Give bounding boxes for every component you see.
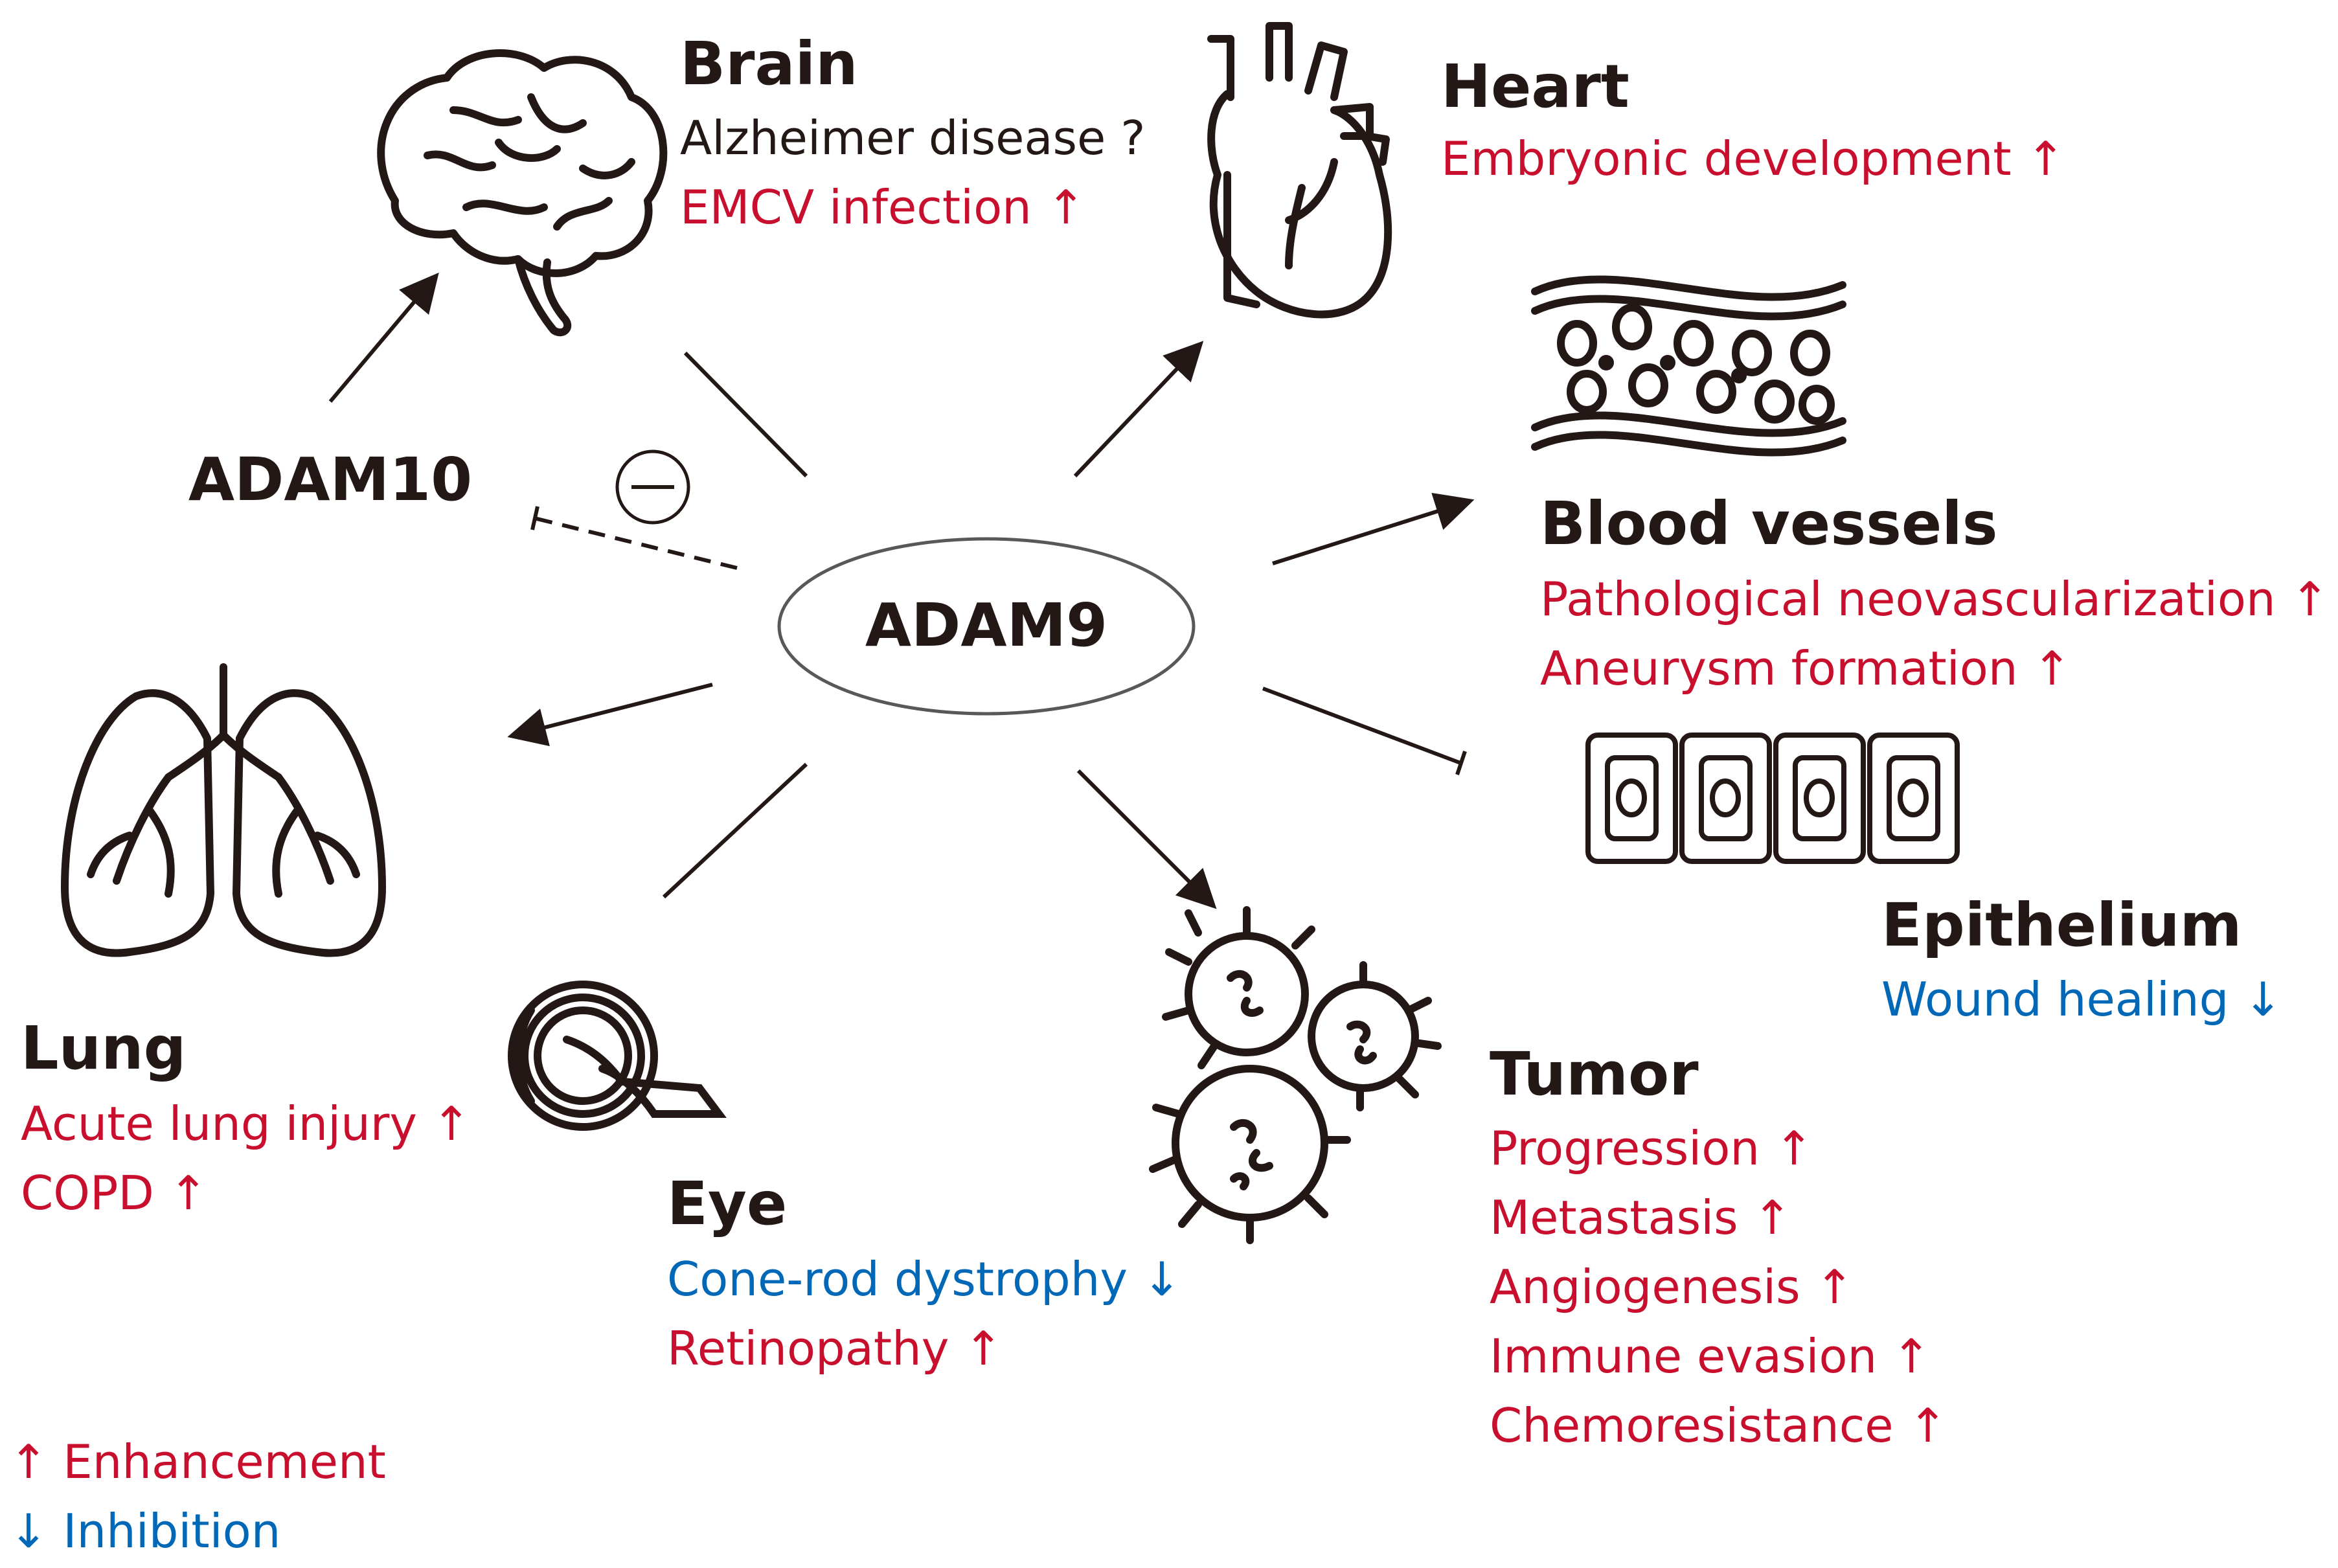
- eye-title: Eye: [667, 1169, 787, 1238]
- minus-sign: [615, 449, 690, 525]
- adam9-heart-arrow: [1073, 341, 1204, 478]
- vessels-title: Blood vessels: [1540, 489, 1998, 558]
- legend-item-0: ↑ Enhancement: [9, 1435, 386, 1489]
- heart-effect-0: Embryonic development ↑: [1441, 131, 2065, 186]
- legend: ↑ Enhancement ↓ Inhibition: [9, 1435, 386, 1558]
- lungs-icon: [61, 663, 386, 957]
- tumor-effect-0: Progression ↑: [1490, 1121, 1813, 1176]
- brain-title: Brain: [680, 29, 858, 98]
- tumor-effects: Progression ↑ Metastasis ↑ Angiogenesis ↑ I…: [1490, 1121, 1947, 1453]
- eye-effect-1: Retinopathy ↑: [667, 1321, 1003, 1376]
- tumor-effect-3: Immune evasion ↑: [1490, 1329, 1931, 1383]
- adam9-tumor-arrow: [1076, 769, 1217, 909]
- eye-icon: [508, 981, 727, 1131]
- tumor-effect-4: Chemoresistance ↑: [1490, 1398, 1947, 1453]
- epithelium-effect-0: Wound healing ↓: [1881, 972, 2283, 1027]
- tumor-cells-icon: [1149, 906, 1442, 1244]
- adam9-node: [777, 537, 1196, 716]
- tumor-title: Tumor: [1490, 1040, 1699, 1109]
- adam9-lung-arrow: [507, 683, 713, 747]
- connectors: [328, 272, 1475, 909]
- heart-title: Heart: [1441, 52, 1629, 121]
- heart-effects: Embryonic development ↑: [1441, 131, 2065, 186]
- lung-effect-0: Acute lung injury ↑: [21, 1096, 471, 1151]
- epithelium-inhibit-bar: [1455, 751, 1467, 775]
- epithelium-effects: Wound healing ↓: [1881, 972, 2283, 1027]
- adam9-brain-line: [683, 351, 808, 478]
- epithelium-title: Epithelium: [1881, 891, 2242, 960]
- blood-vessel-icon: [1531, 275, 1846, 457]
- adam9-label: ADAM9: [865, 591, 1107, 660]
- tumor-effect-2: Angiogenesis ↑: [1490, 1260, 1854, 1314]
- brain-icon: [377, 49, 668, 337]
- epithelium-icon: [1585, 733, 1960, 864]
- eye-effects: Cone-rod dystrophy ↓ Retinopathy ↑: [667, 1252, 1181, 1376]
- tumor-effect-1: Metastasis ↑: [1490, 1190, 1792, 1245]
- adam9-epithelium-inhibit-line: [1262, 687, 1462, 765]
- lung-effect-1: COPD ↑: [21, 1166, 208, 1220]
- brain-effects: Alzheimer disease ? EMCV infection ↑: [680, 111, 1145, 234]
- lung-title: Lung: [21, 1014, 186, 1083]
- vessels-effect-0: Pathological neovascularization ↑: [1540, 572, 2330, 626]
- brain-effect-0: Alzheimer disease ?: [680, 111, 1145, 165]
- adam10-label: ADAM10: [188, 445, 472, 514]
- heart-icon: [1207, 22, 1392, 319]
- vessels-effect-1: Aneurysm formation ↑: [1540, 641, 2072, 696]
- legend-item-1: ↓ Inhibition: [9, 1504, 280, 1558]
- adam9-vessels-arrow: [1272, 492, 1475, 565]
- eye-effect-0: Cone-rod dystrophy ↓: [667, 1252, 1181, 1306]
- adam10-inhibit-dashed-line: [534, 516, 738, 570]
- adam9-eye-line: [662, 762, 808, 899]
- vessels-effects: Pathological neovascularization ↑ Aneurys…: [1540, 572, 2330, 696]
- adam10-inhibit-bar: [530, 506, 539, 530]
- lung-effects: Acute lung injury ↑ COPD ↑: [21, 1096, 471, 1220]
- adam10-brain-arrow: [328, 272, 439, 403]
- brain-effect-1: EMCV infection ↑: [680, 180, 1085, 234]
